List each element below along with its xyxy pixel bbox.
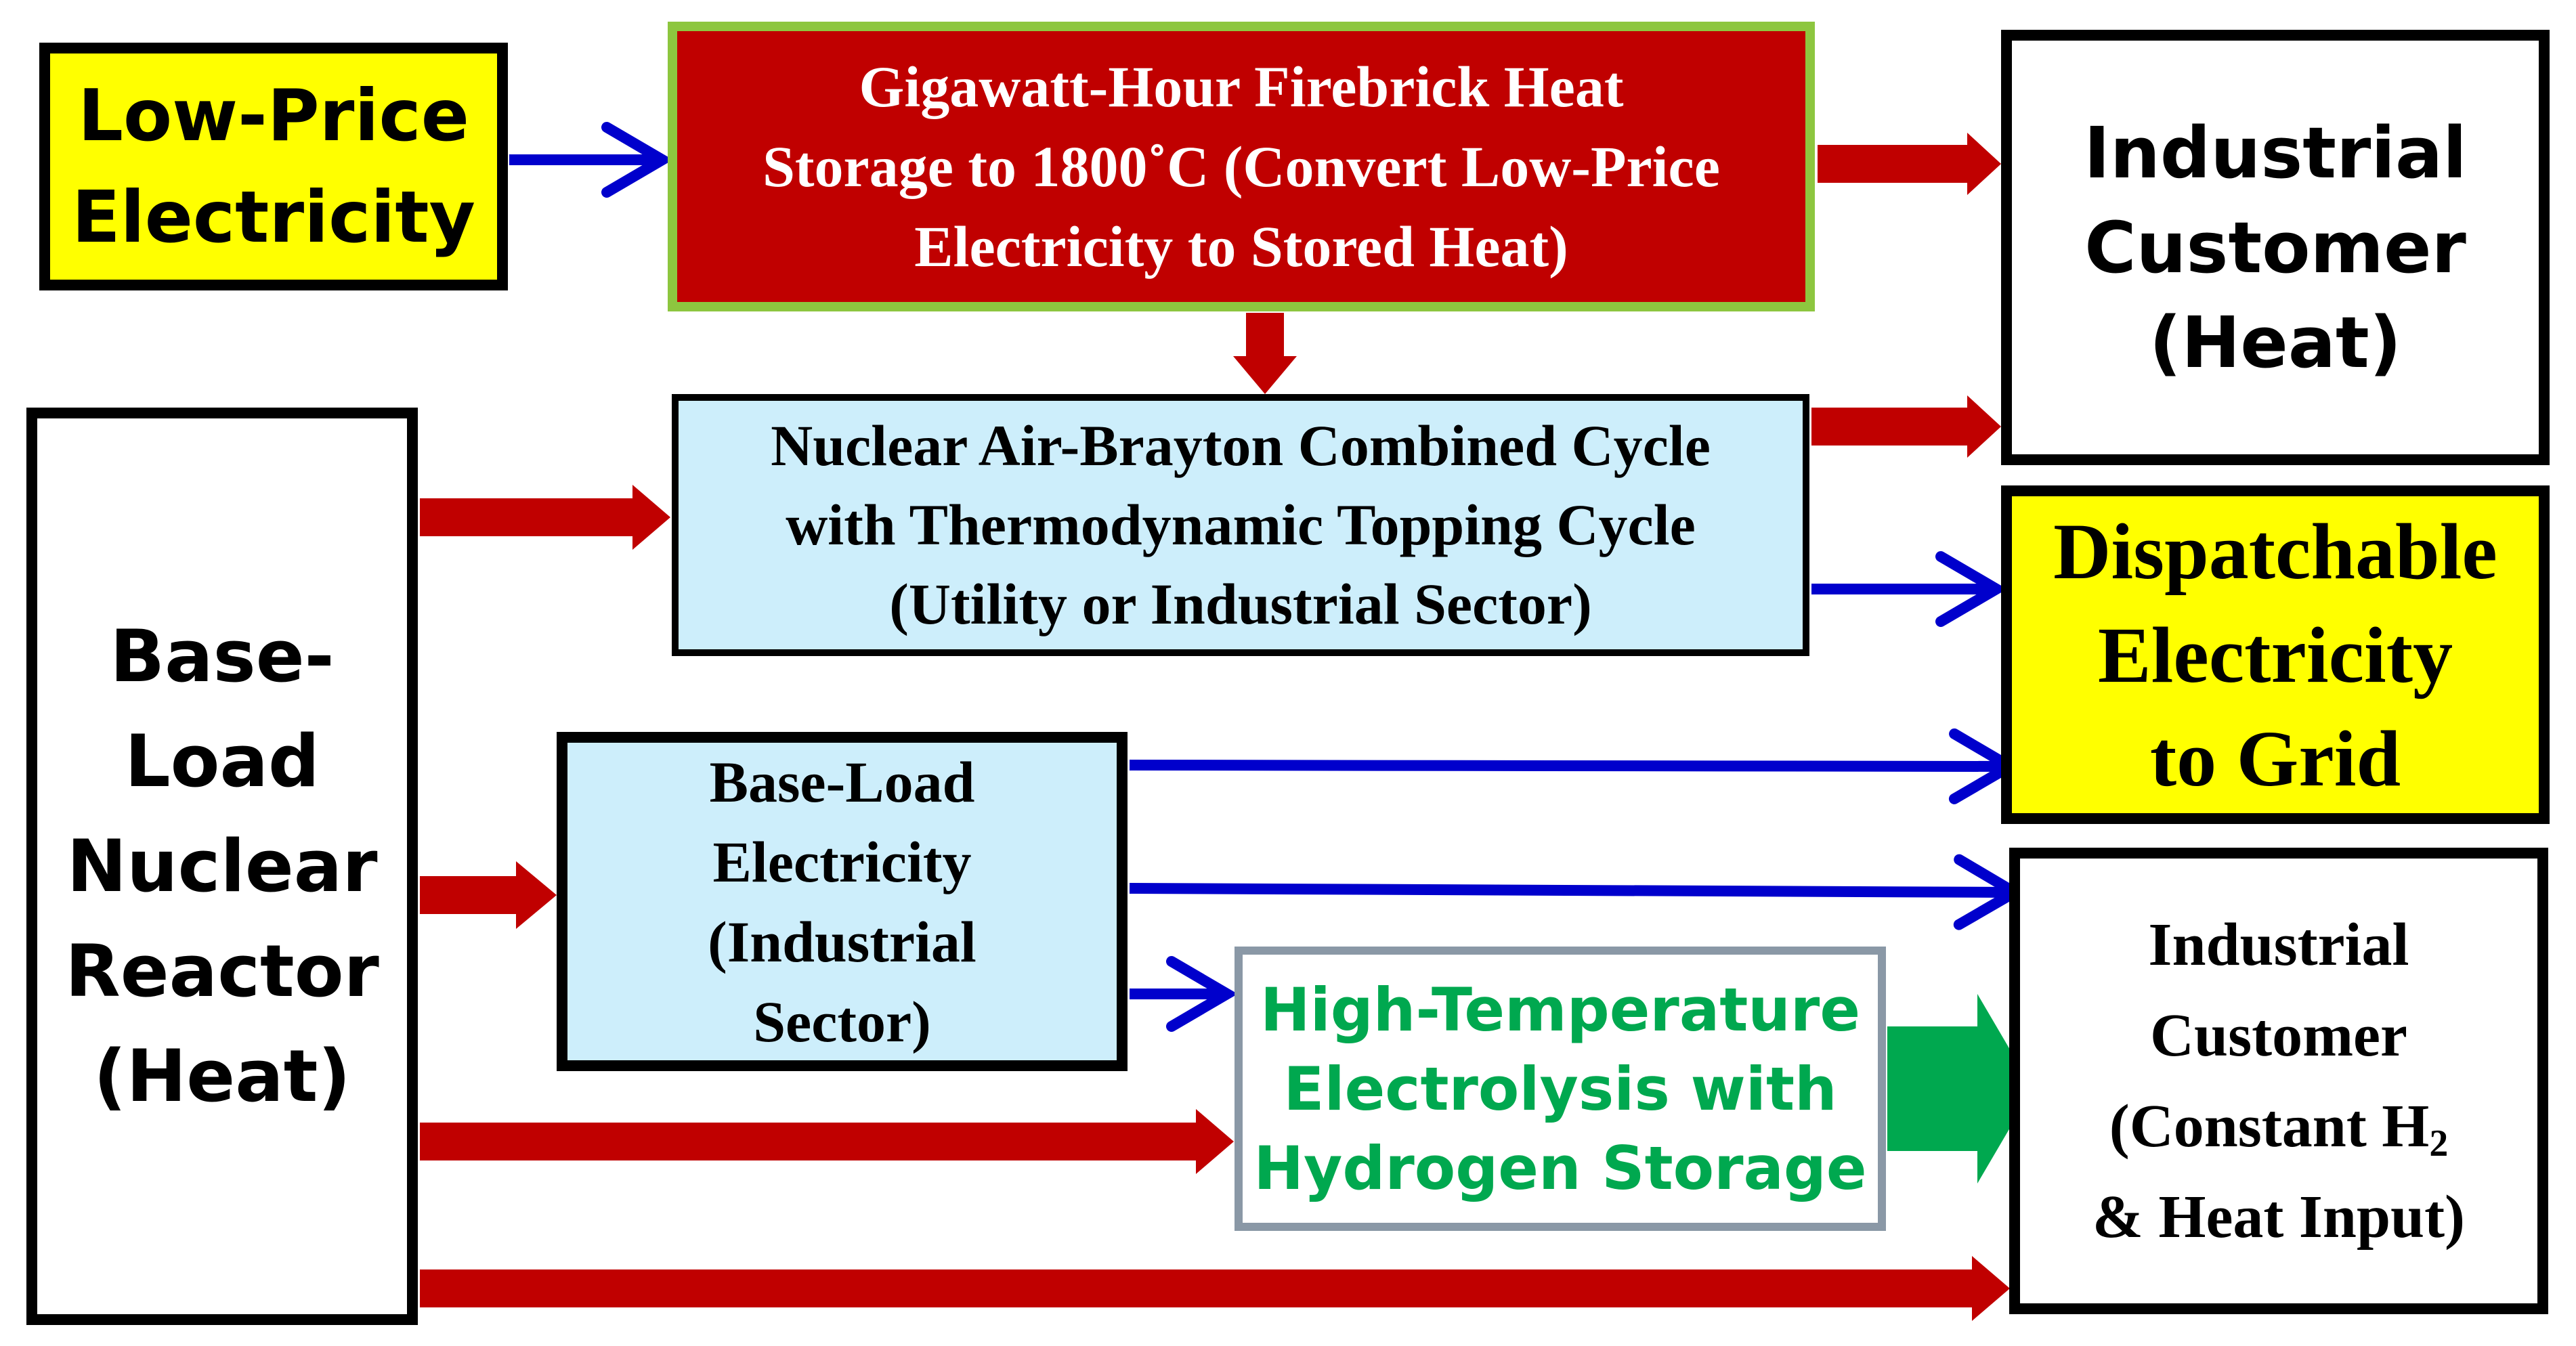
node-label-line: Storage to 1800˚C (Convert Low-Price (763, 134, 1720, 199)
connector-arrows (420, 122, 2033, 1321)
arrow-storage-to-industrial-heat (1818, 133, 2001, 195)
node-label-line: Load (125, 720, 320, 803)
arrow-electrolysis-to-industrial-h2 (1887, 994, 2033, 1184)
node-label-line: Electricity (71, 176, 475, 259)
arrow-storage-to-brayton (1233, 313, 1297, 394)
node-label-line: Electricity (2097, 610, 2453, 699)
node-label-line: High-Temperature (1260, 974, 1860, 1045)
arrow-baseload-to-industrial (1129, 854, 2025, 930)
node-label-line: (Constant H2 (2109, 1081, 2448, 1172)
node-label-line: Electrolysis with (1283, 1054, 1837, 1124)
air-brayton-combined-cycle-box: Nuclear Air-Brayton Combined Cycle with … (672, 394, 1809, 656)
node-label-line: Industrial (2084, 111, 2467, 194)
node-label-line: Hydrogen Storage (1253, 1133, 1867, 1203)
arrow-brayton-to-grid (1811, 551, 2007, 627)
firebrick-heat-storage-box: Gigawatt-Hour Firebrick Heat Storage to … (668, 22, 1815, 311)
node-label-line: Nuclear Air-Brayton Combined Cycle (771, 413, 1711, 478)
industrial-customer-hydrogen-box: Industrial Customer (Constant H2 & Heat … (2009, 848, 2548, 1314)
dispatchable-electricity-box: Dispatchable Electricity to Grid (2001, 485, 2550, 824)
node-label-line: Nuclear (66, 825, 378, 908)
arrow-reactor-to-brayton (420, 485, 670, 550)
node-label-line: (Heat) (93, 1035, 351, 1118)
arrow-baseload-to-electrolysis (1130, 956, 1238, 1032)
arrow-lowprice-to-storage (509, 122, 673, 198)
arrow-brayton-to-industrial-heat (1811, 395, 2001, 458)
node-label-line: Base-Load (709, 749, 975, 815)
arrow-reactor-to-electrolysis (420, 1109, 1234, 1174)
node-label-line: Sector) (753, 989, 931, 1054)
node-label-line: with Thermodynamic Topping Cycle (786, 492, 1696, 557)
node-label-line: Dispatchable (2053, 506, 2497, 596)
node-label-line: Industrial (2148, 911, 2409, 978)
base-load-nuclear-reactor-box: Base- Load Nuclear Reactor (Heat) (26, 408, 418, 1325)
node-label-line: Gigawatt-Hour Firebrick Heat (859, 54, 1624, 119)
node-label-line: Customer (2150, 1001, 2407, 1069)
node-label-line: Electricity to Stored Heat) (914, 214, 1568, 279)
node-label-line: (Utility or Industrial Sector) (889, 571, 1592, 636)
high-temperature-electrolysis-box: High-Temperature Electrolysis with Hydro… (1235, 947, 1886, 1231)
h2-subscript: 2 (2429, 1122, 2449, 1165)
node-label-line: Electricity (712, 829, 972, 894)
node-label-line: Customer (2084, 206, 2466, 289)
node-label-line: Base- (110, 615, 335, 698)
node-label-line: to Grid (2149, 714, 2401, 803)
arrow-reactor-to-baseload (420, 861, 557, 929)
industrial-customer-heat-box: Industrial Customer (Heat) (2001, 30, 2550, 465)
arrow-reactor-to-industrial-h2 (420, 1256, 2010, 1321)
low-price-electricity-box: Low-Price Electricity (39, 43, 508, 290)
h2-label-prefix: (Constant H (2109, 1092, 2430, 1160)
node-label-line: Reactor (65, 930, 379, 1013)
node-label-line: Low-Price (78, 74, 469, 157)
base-load-electricity-box: Base-Load Electricity (Industrial Sector… (557, 732, 1128, 1071)
node-label-line: (Heat) (2149, 301, 2402, 384)
node-label-line: (Industrial (708, 909, 976, 974)
node-label-line: & Heat Input) (2092, 1183, 2466, 1251)
arrow-baseload-to-grid (1129, 728, 2021, 804)
